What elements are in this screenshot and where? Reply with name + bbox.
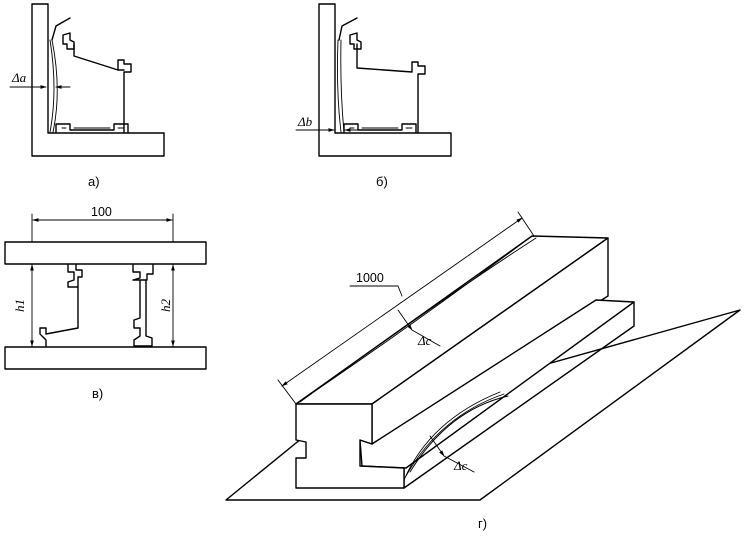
dimension-1000: 1000 (356, 271, 384, 285)
delta-c-bottom-label: Δc (453, 458, 468, 473)
figure-v: 100 h1 h2 в) (4, 205, 207, 401)
caption-a: а) (88, 174, 100, 189)
profile-front-face (295, 403, 405, 489)
delta-c-top-label: Δc (417, 333, 432, 348)
caption-g: г) (478, 516, 487, 531)
caption-v: в) (92, 386, 103, 401)
figure-a: Δa а) (9, 3, 165, 189)
bent-profile-b (336, 39, 345, 133)
dimension-100: 100 (91, 205, 112, 219)
profile-right-v (132, 264, 154, 347)
lower-plate (4, 346, 207, 370)
figure-g: 1000 Δc Δc г) (225, 211, 741, 531)
profile-left-v (39, 264, 83, 347)
delta-a-label: Δa (11, 70, 27, 85)
h1-label: h1 (12, 299, 27, 312)
base-plate (225, 309, 741, 501)
bent-profile-a (49, 39, 58, 133)
bow-lower (403, 391, 509, 481)
profile-top-b (349, 32, 362, 50)
delta-b-label: Δb (297, 114, 313, 129)
profile-top-a (62, 32, 75, 50)
upper-plate (4, 241, 207, 265)
caption-b: б) (376, 174, 388, 189)
angle-fixture-b (318, 3, 452, 157)
profile-bottom-b (343, 123, 417, 133)
angle-fixture-a (31, 3, 165, 157)
profile-bottom-a (55, 123, 129, 133)
figure-b: Δb б) (295, 3, 452, 189)
h2-label: h2 (158, 299, 173, 313)
